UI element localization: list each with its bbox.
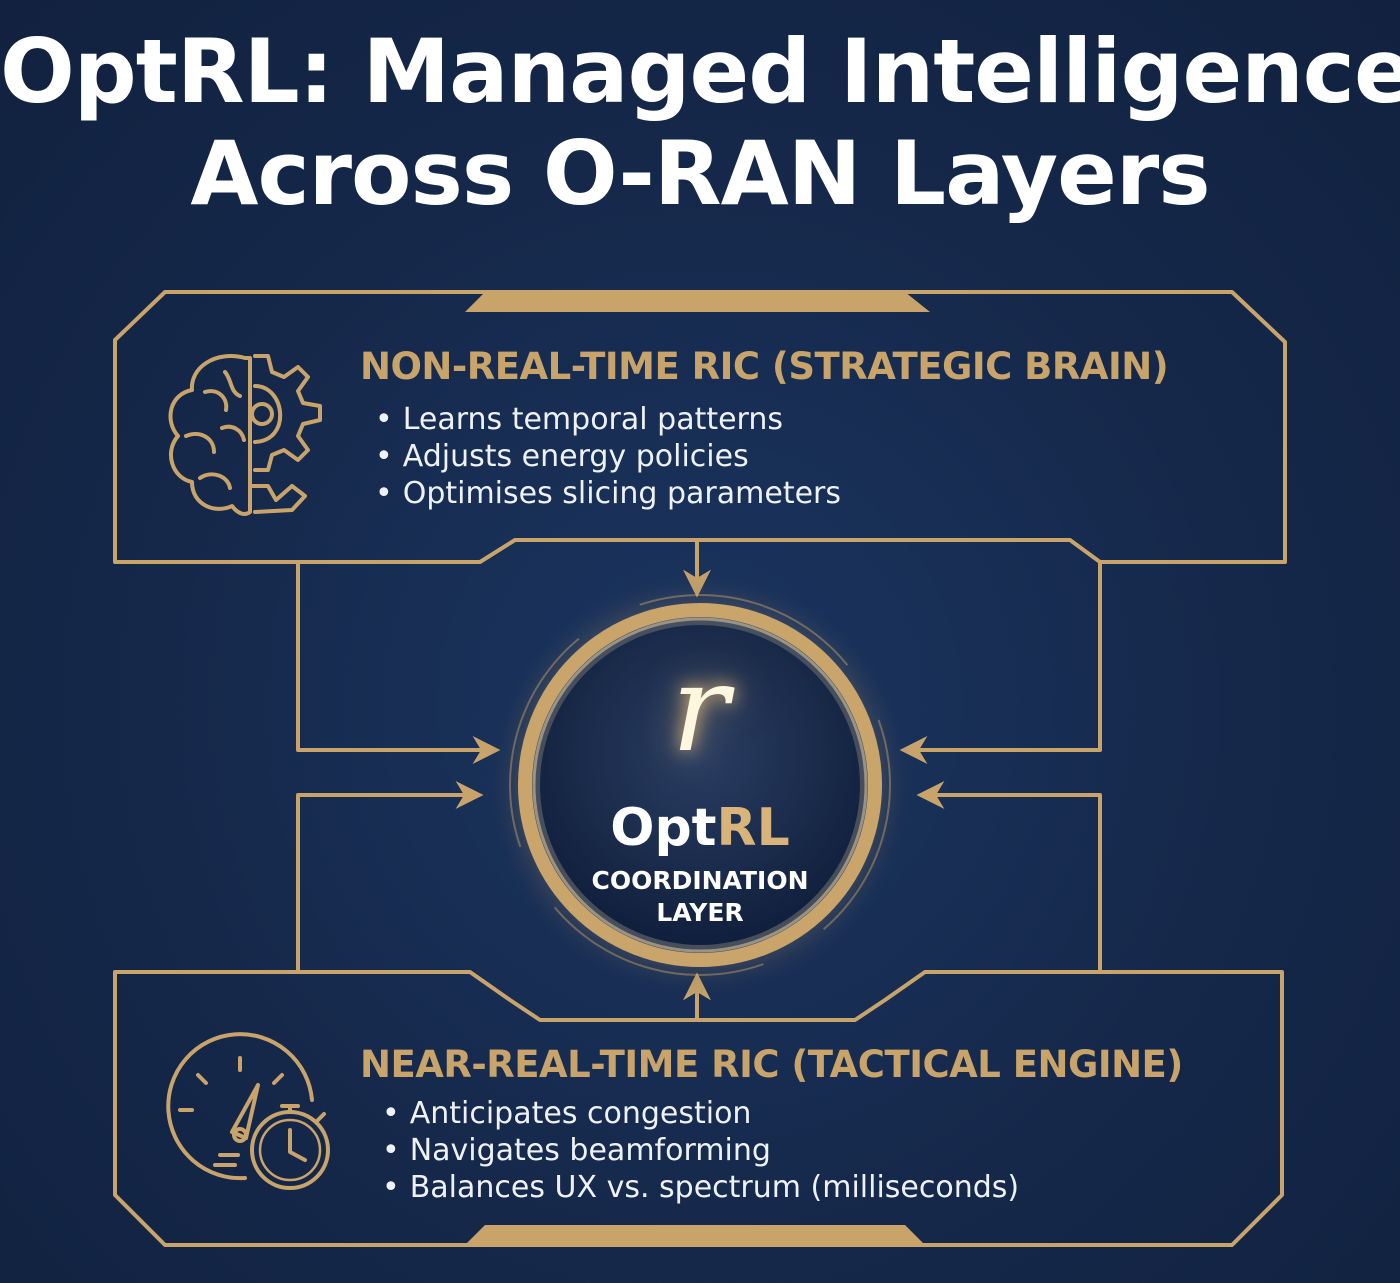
hub-circle: [485, 570, 915, 1000]
top-bullet-2: Adjusts energy policies: [375, 438, 841, 475]
bottom-bullet-1: Anticipates congestion: [382, 1095, 1019, 1132]
bottom-panel-bullets: Anticipates congestion Navigates beamfor…: [382, 1095, 1019, 1206]
connector-top-right: [899, 560, 1102, 764]
bottom-bullet-2: Navigates beamforming: [382, 1132, 1019, 1169]
bottom-panel-heading: NEAR-REAL-TIME RIC (TACTICAL ENGINE): [360, 1043, 1183, 1086]
connector-bottom-right: [916, 781, 1102, 974]
brain-gear-icon: [168, 354, 322, 516]
top-panel-heading: NON-REAL-TIME RIC (STRATEGIC BRAIN): [360, 345, 1169, 388]
hub-name-part-1: Opt: [610, 798, 717, 858]
hub-logo-glyph: r: [671, 640, 729, 779]
bottom-panel-frame: [113, 970, 1284, 1247]
top-panel-accent-bar: [465, 292, 930, 312]
bottom-panel-accent-bar: [465, 1225, 925, 1245]
page-title-line-1: OptRL: Managed Intelligence: [0, 20, 1400, 123]
top-panel-bullets: Learns temporal patterns Adjusts energy …: [375, 401, 841, 512]
connector-top-left: [296, 560, 501, 764]
connector-bottom-left: [296, 781, 484, 974]
top-bullet-1: Learns temporal patterns: [375, 401, 841, 438]
page-title-line-2: Across O-RAN Layers: [190, 122, 1210, 225]
bottom-bullet-3: Balances UX vs. spectrum (milliseconds): [382, 1169, 1019, 1206]
gauge-stopwatch-icon: [166, 1032, 330, 1190]
hub-name: OptRL: [500, 802, 900, 854]
hub-name-part-2: RL: [716, 798, 790, 858]
top-panel-frame: [113, 290, 1287, 564]
hub-subtitle-line-2: LAYER: [656, 898, 744, 927]
hub-subtitle-line-1: COORDINATION: [591, 866, 809, 895]
top-bullet-3: Optimises slicing parameters: [375, 475, 841, 512]
